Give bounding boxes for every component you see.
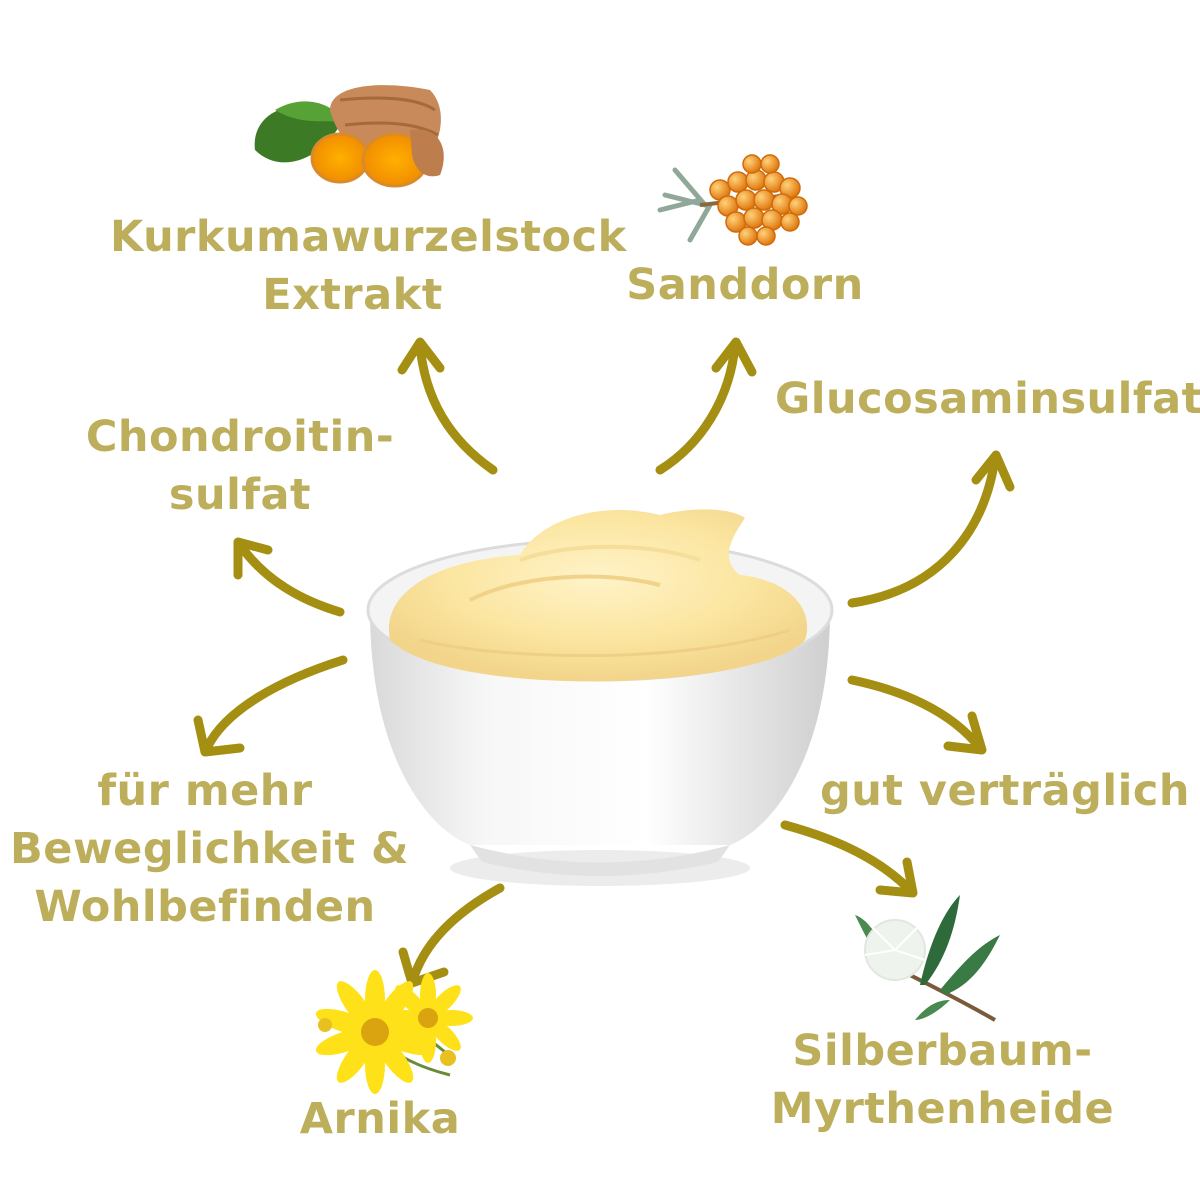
label-tea-tree-line1: Silberbaum- bbox=[792, 1026, 1093, 1076]
label-turmeric-line1: Kurkumawurzelstock bbox=[110, 212, 627, 262]
label-mobility-line3: Wohlbefinden bbox=[34, 882, 376, 932]
label-mobility: für mehr Beweglichkeit & Wohlbefinden bbox=[10, 762, 410, 936]
turmeric-root-icon bbox=[254, 85, 444, 188]
arrow-arnica bbox=[408, 883, 505, 985]
arrow-chondroitin bbox=[235, 540, 345, 617]
arrow-mobility-head bbox=[193, 715, 245, 757]
label-turmeric: Kurkumawurzelstock Extrakt bbox=[110, 208, 627, 324]
arrow-tolerable bbox=[847, 675, 985, 753]
label-turmeric-line2: Extrakt bbox=[262, 270, 443, 320]
arrows-group bbox=[193, 337, 1015, 988]
label-sea-buckthorn-line1: Sanddorn bbox=[626, 260, 864, 310]
arrow-sea-buckthorn-head bbox=[711, 337, 757, 377]
label-chondroitin: Chondroitin- sulfat bbox=[85, 408, 395, 524]
label-tea-tree-line2: Myrthenheide bbox=[770, 1084, 1115, 1134]
label-sea-buckthorn: Sanddorn bbox=[625, 256, 865, 314]
arrow-tolerable-head bbox=[943, 711, 987, 755]
label-arnica-line1: Arnika bbox=[299, 1094, 461, 1144]
tea-tree-branch-icon bbox=[855, 895, 1000, 1022]
arrow-glucosamine bbox=[847, 453, 1000, 608]
arnica-flower-icon bbox=[315, 970, 473, 1094]
cream-bowl-image bbox=[366, 509, 834, 886]
label-glucosamine-line1: Glucosaminsulfat bbox=[775, 374, 1200, 424]
label-mobility-line1: für mehr bbox=[97, 766, 313, 816]
label-chondroitin-line2: sulfat bbox=[168, 470, 312, 520]
arrow-turmeric-head bbox=[397, 337, 445, 375]
arrow-tea-tree-head bbox=[875, 857, 918, 898]
label-tolerable: gut verträglich bbox=[820, 762, 1190, 820]
label-mobility-line2: Beweglichkeit & bbox=[10, 824, 410, 874]
arrow-chondroitin-head bbox=[233, 537, 273, 580]
arrow-mobility bbox=[202, 655, 348, 753]
arrow-turmeric bbox=[415, 340, 498, 475]
sea-buckthorn-icon bbox=[657, 154, 808, 246]
label-tea-tree: Silberbaum- Myrthenheide bbox=[770, 1022, 1115, 1138]
label-glucosamine: Glucosaminsulfat bbox=[775, 370, 1200, 428]
arrow-glucosamine-head bbox=[971, 450, 1015, 492]
arrow-tea-tree bbox=[780, 820, 915, 895]
label-arnica: Arnika bbox=[285, 1090, 475, 1148]
arrow-sea-buckthorn bbox=[655, 340, 740, 475]
label-chondroitin-line1: Chondroitin- bbox=[85, 412, 395, 462]
label-tolerable-line1: gut verträglich bbox=[820, 766, 1190, 816]
